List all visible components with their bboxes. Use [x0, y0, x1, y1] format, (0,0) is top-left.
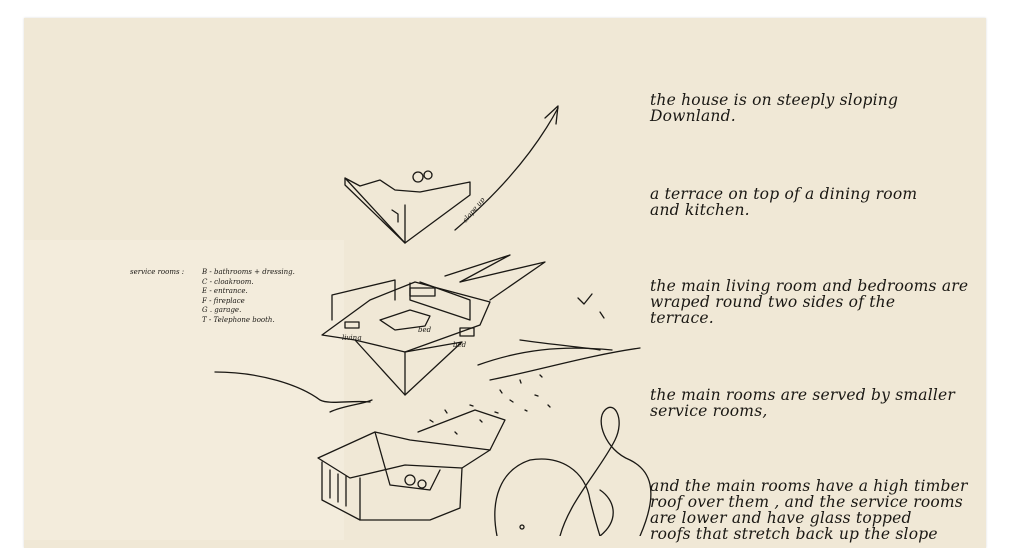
legend-item: F - fireplace [202, 296, 245, 305]
note-terrace: a terrace on top of a dining room and ki… [650, 186, 917, 218]
note-site: the house is on steeply sloping Downland… [650, 92, 898, 124]
note-line: the main living room and bedrooms are [650, 277, 969, 295]
note-line: roof over them , and the service rooms [650, 493, 963, 511]
note-line: terrace. [650, 309, 714, 327]
taped-paper-overlay [24, 240, 344, 540]
roof-block-sketch [317, 409, 506, 521]
terrace-block-sketch [344, 170, 471, 244]
landscape-strokes [214, 293, 652, 536]
note-line: Downland. [650, 107, 736, 125]
living-label: living [342, 334, 362, 342]
note-line: wraped round two sides of the [650, 293, 896, 311]
legend-item: T - Telephone booth. [202, 315, 275, 324]
bed-label-1: bed [418, 326, 432, 334]
bed-label-2: bed [453, 341, 467, 349]
note-main-rooms: the main living room and bedrooms are wr… [650, 278, 968, 326]
note-service-rooms: the main rooms are served by smaller ser… [650, 387, 955, 419]
legend-item: G . garage. [202, 306, 242, 315]
note-line: the house is on steeply sloping [650, 91, 899, 109]
note-line: are lower and have glass topped [650, 509, 912, 527]
note-line: roofs that stretch back up the slope [650, 525, 938, 543]
architectural-sketch [214, 105, 652, 536]
note-line: and kitchen. [650, 201, 750, 219]
legend-item: E - entrance. [202, 287, 248, 296]
living-bedrooms-sketch [321, 254, 546, 396]
slope-arrow [454, 105, 559, 231]
legend-item: C - cloakroom. [202, 277, 254, 286]
note-line: and the main rooms have a high timber [650, 477, 968, 495]
legend-title: service rooms : [130, 268, 185, 276]
note-line: the main rooms are served by smaller [650, 386, 956, 404]
legend-item: B - bathrooms + dressing. [202, 268, 295, 276]
note-line: service rooms, [650, 402, 768, 420]
note-line: a terrace on top of a dining room [650, 185, 918, 203]
note-roofs: and the main rooms have a high timber ro… [650, 478, 968, 542]
